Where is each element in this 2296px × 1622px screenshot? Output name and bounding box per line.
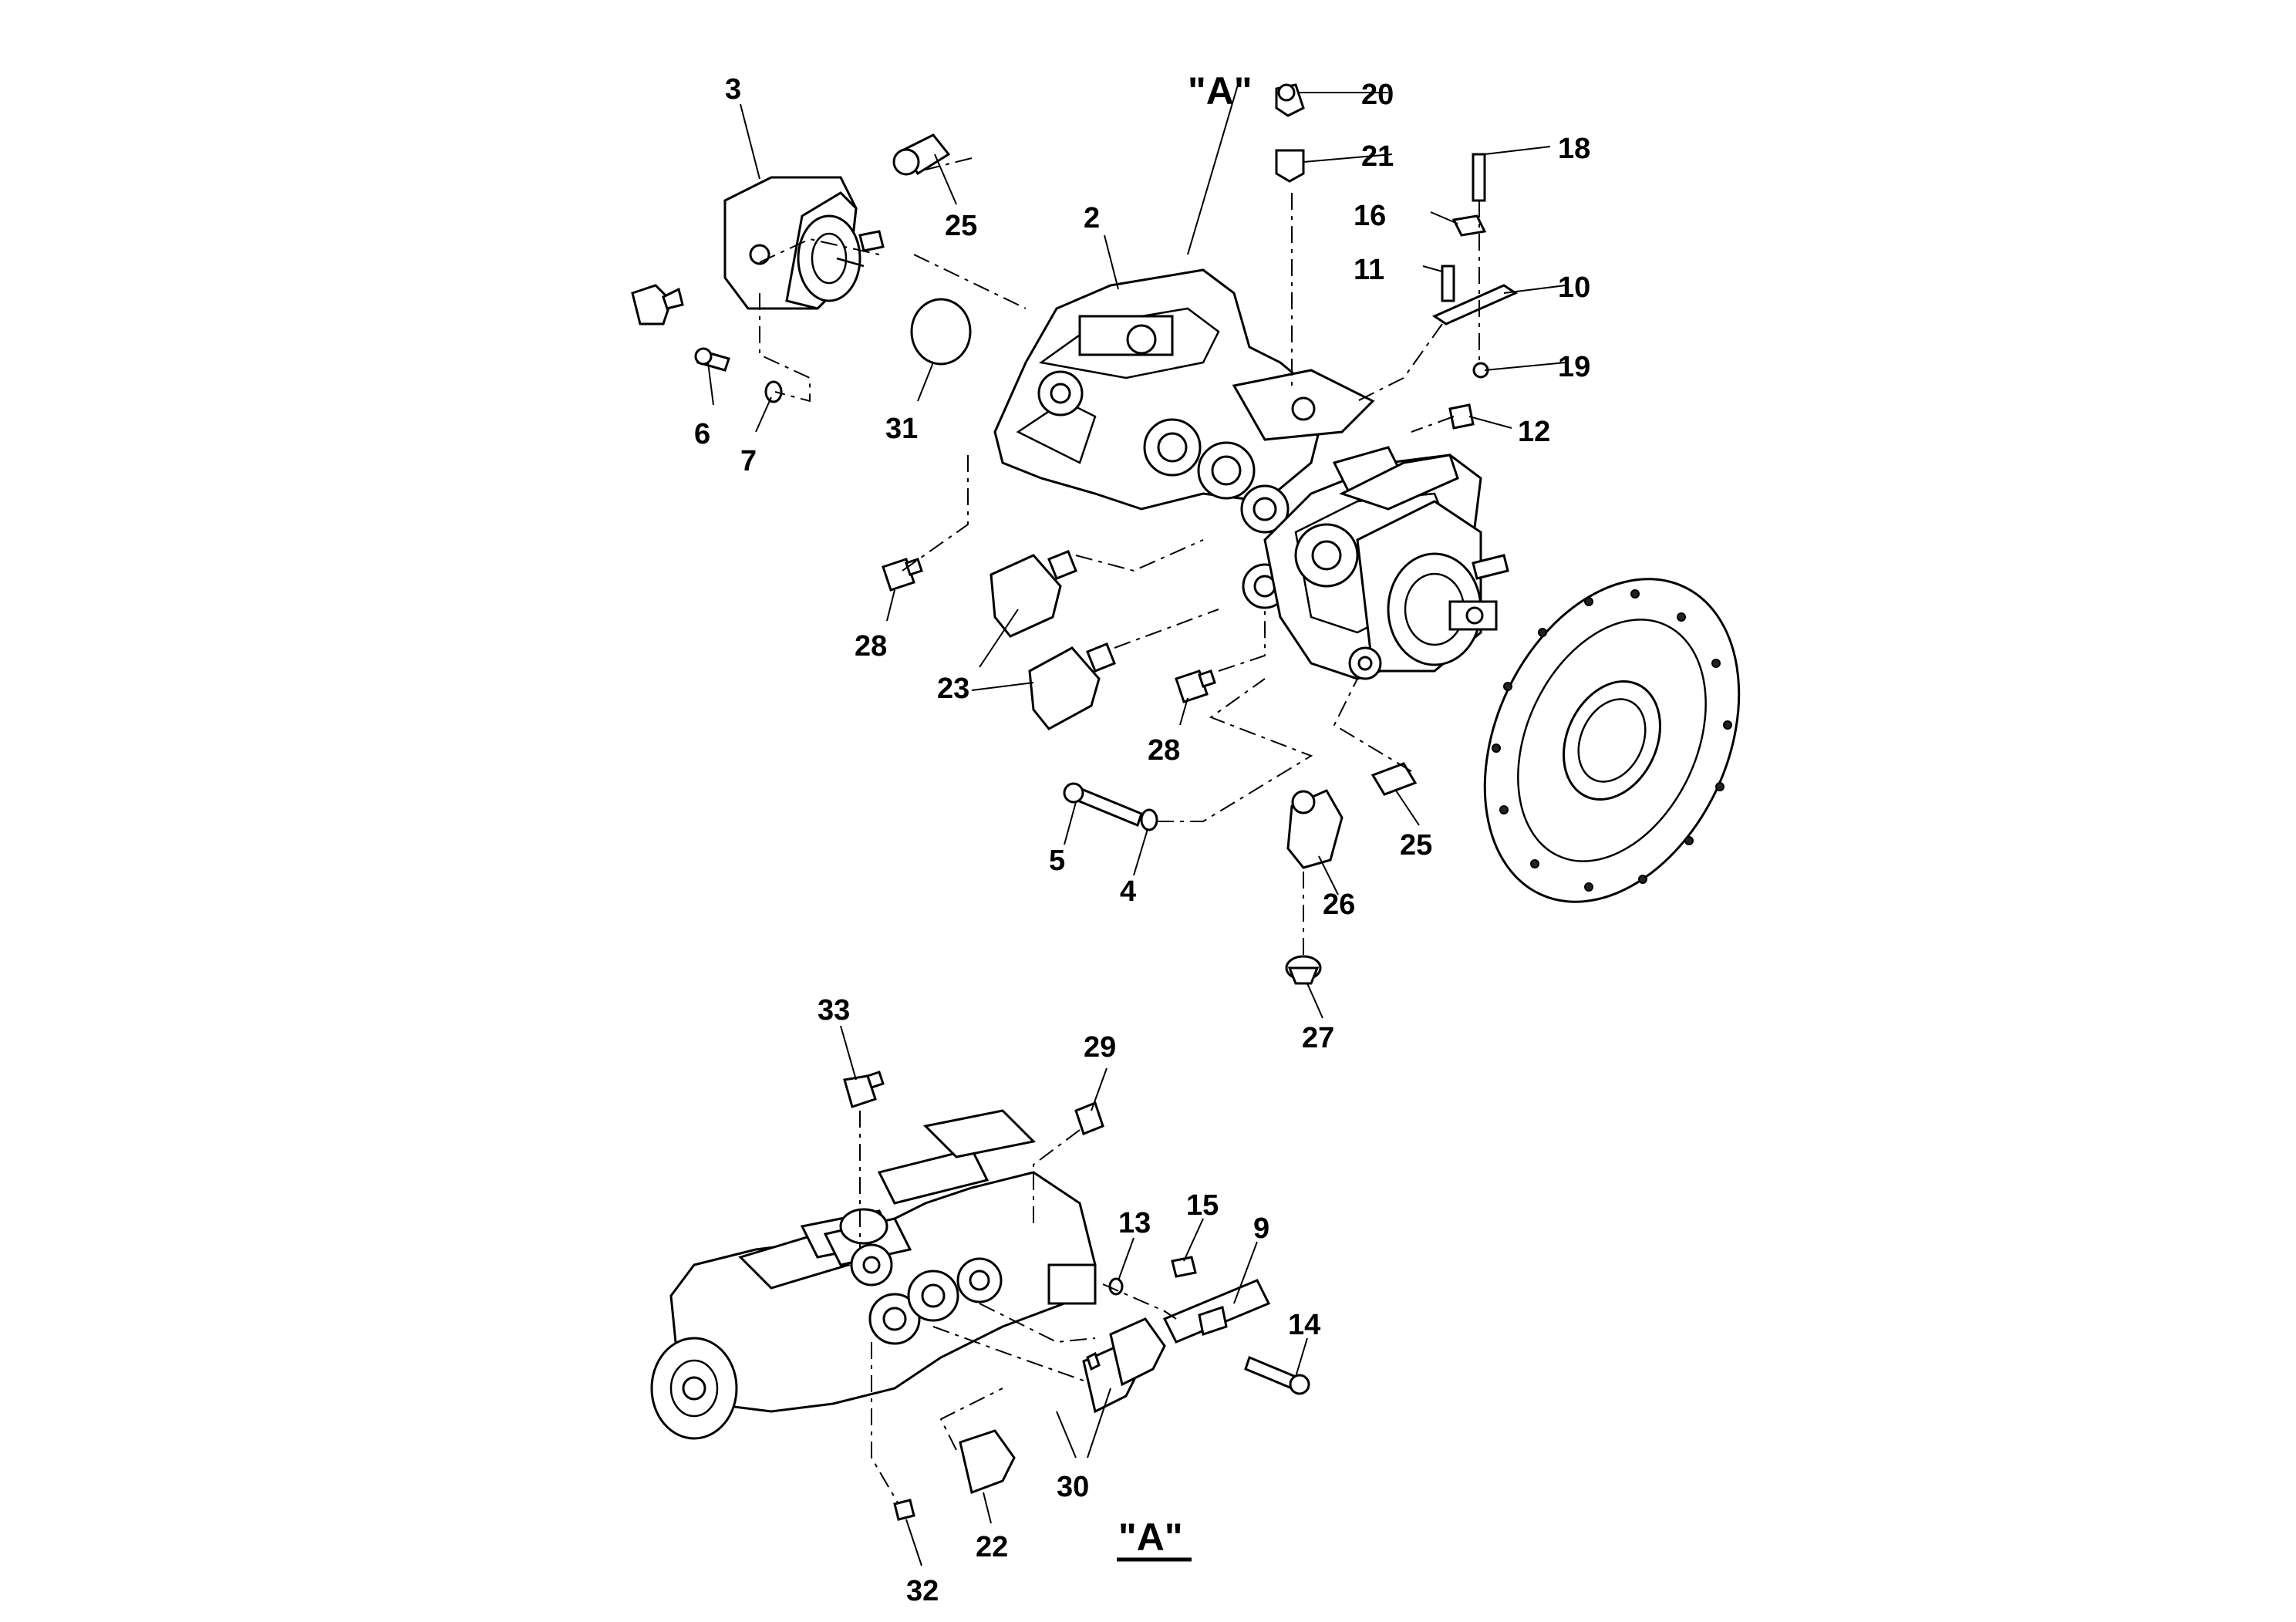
fitting-part-21: [1275, 149, 1305, 183]
flywheel-coupling-disk: [1483, 578, 1741, 903]
part-callouts: 2 3 4 5 6 7 9 10 11 12 13 14 15 16 18 19…: [694, 73, 1590, 1607]
washer-part-4: [1140, 808, 1158, 831]
bolt-part-5: [1063, 782, 1143, 827]
callout-2: 2: [1084, 202, 1100, 234]
main-pump-assembly-top: [993, 268, 1509, 680]
callout-20: 20: [1361, 79, 1394, 111]
callout-13: 13: [1118, 1207, 1151, 1239]
sensor-part-22: [959, 1429, 1016, 1495]
gear-pump-part-3: [723, 176, 885, 310]
callout-9: 9: [1253, 1212, 1269, 1245]
callout-26: 26: [1323, 889, 1355, 921]
callout-28-upper: 28: [855, 630, 887, 663]
bracket-part-9: [1162, 1279, 1271, 1344]
callout-16: 16: [1354, 200, 1386, 232]
assembly-dashed-lines: [759, 157, 1480, 1505]
o-ring-part-31: [910, 298, 972, 366]
main-pump-assembly-bottom: [650, 1109, 1097, 1440]
view-label-a-bottom: "A": [1118, 1516, 1183, 1559]
sensor-part-30-b: [1086, 1317, 1166, 1387]
callout-12: 12: [1518, 416, 1550, 448]
clip-part-16: [1451, 214, 1487, 237]
callout-33: 33: [818, 994, 850, 1027]
callout-27: 27: [1302, 1022, 1334, 1054]
washer-part-13: [1108, 1277, 1124, 1296]
callout-6: 6: [694, 418, 710, 450]
callout-32: 32: [906, 1575, 939, 1607]
bolt-part-18: [1472, 153, 1486, 202]
bolt-part-6: [694, 347, 730, 372]
callout-3: 3: [725, 73, 741, 106]
nut-part-12: [1448, 403, 1475, 430]
callout-14: 14: [1288, 1309, 1320, 1341]
callout-25-top: 25: [945, 210, 977, 242]
elbow-fitting-part-20: [1275, 83, 1305, 117]
bolt-part-11: [1441, 265, 1455, 302]
callout-30: 30: [1057, 1471, 1089, 1503]
pressure-sensor-part-23-lower: [1028, 642, 1116, 730]
callout-18: 18: [1558, 133, 1590, 165]
callout-4: 4: [1120, 875, 1136, 908]
callout-11: 11: [1354, 254, 1384, 286]
washer-part-7: [764, 380, 783, 403]
callout-23: 23: [937, 673, 969, 705]
fitting-part-28-upper: [882, 558, 923, 592]
callout-28-lower: 28: [1148, 734, 1180, 767]
fitting-part-28-lower: [1175, 669, 1216, 703]
fitting-part-32: [893, 1499, 915, 1521]
callout-5: 5: [1049, 845, 1065, 877]
plug-part-27: [1285, 955, 1322, 985]
valve-part-26: [1286, 789, 1344, 869]
elbow-fitting-left: [631, 284, 684, 325]
fitting-part-25-lower: [1371, 762, 1418, 796]
callout-15: 15: [1186, 1189, 1219, 1222]
callout-10: 10: [1558, 271, 1590, 304]
fitting-part-25: [892, 133, 951, 176]
fitting-part-33: [843, 1071, 885, 1108]
bolt-part-14: [1244, 1355, 1310, 1395]
callout-31: 31: [885, 413, 918, 445]
callout-21: 21: [1361, 140, 1394, 173]
callout-25-lower: 25: [1400, 829, 1432, 862]
bracket-part-10: [1431, 284, 1519, 325]
callout-7: 7: [740, 445, 757, 477]
callout-19: 19: [1558, 351, 1590, 383]
fitting-part-29: [1074, 1101, 1104, 1135]
callout-29: 29: [1084, 1031, 1116, 1064]
leader-lines: [707, 84, 1566, 1566]
view-label-a-top: "A": [1188, 69, 1253, 113]
callout-22: 22: [976, 1531, 1008, 1563]
pressure-sensor-part-23-upper: [990, 550, 1077, 638]
